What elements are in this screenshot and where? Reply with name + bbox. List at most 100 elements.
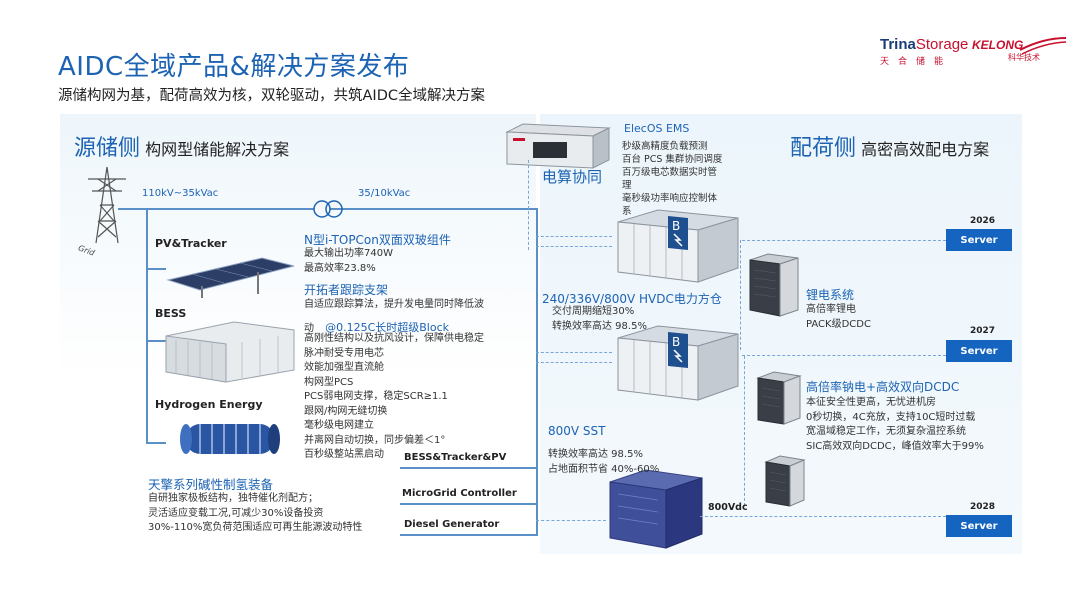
left-section-title: 源储侧 构网型储能解决方案 (74, 130, 289, 162)
lithium-lines: 高倍率锂电 PACK级DCDC (806, 303, 871, 332)
source-bess: BESS (155, 307, 187, 320)
lithium-battery-cabinet-icon (749, 253, 799, 317)
source-pv-tracker: PV&Tracker (155, 237, 227, 250)
sst-title: 800V SST (548, 424, 606, 438)
coordination-dashed-line (528, 160, 529, 250)
ems-line: 百万级电芯数据实时管 (622, 167, 718, 178)
lithium-title: 锂电系统 (806, 288, 855, 302)
page-title: AIDC全域产品&解决方案发布 (58, 52, 410, 82)
hvdc-cabin-2026-icon: B (617, 209, 739, 283)
bus-label-microgrid: MicroGrid Controller (402, 488, 517, 499)
right-title-small: 高密高效配电方案 (861, 140, 990, 159)
server-2028-button[interactable]: Server (946, 515, 1012, 537)
hydrogen-line: 灵活适应变载工况,可减少30%设备投资 (148, 507, 324, 519)
server-year-2028: 2028 (970, 502, 996, 512)
block-line: 毫秒级电网建立 (304, 420, 374, 431)
server-2027-button[interactable]: Server (946, 340, 1012, 362)
block-line: 跟网/构网无缝切换 (304, 405, 388, 417)
hydrogen-line: 自研独家极板结构，独特催化剂配方； (148, 493, 318, 504)
hydrogen-electrolyzer-icon (180, 424, 280, 454)
block-line: 百秒级整站黑启动 (304, 449, 384, 460)
right-title-big: 配荷侧 (790, 136, 857, 161)
dash-line-c (536, 352, 612, 353)
trina-storage-logo: TrinaStorage 天合储能 (880, 36, 968, 67)
bus-line-1 (400, 467, 536, 469)
lithium-line: PACK级DCDC (806, 318, 871, 330)
sst-battery-cabinet-icon (764, 455, 806, 507)
dash-line-server-2028 (700, 516, 946, 517)
block-title: @0.125C长时超级Block (325, 321, 450, 334)
hvdc-title: 240/336V/800V HVDC电力方仓 (542, 292, 722, 306)
left-title-small: 构网型储能解决方案 (145, 140, 290, 159)
server-2026-button[interactable]: Server (946, 229, 1012, 251)
source-storage-panel (60, 114, 536, 554)
logo-storage-text: Storage (915, 36, 969, 53)
server-year-2027: 2027 (970, 326, 996, 336)
module-title: N型i-TOPCon双面双玻组件 (304, 233, 451, 247)
sodium-line: SIC高效双向DCDC，峰值效率大于99% (806, 440, 984, 452)
ems-line: 百台 PCS 集群协同调度 (622, 154, 723, 165)
pv-branch (146, 268, 166, 270)
tracker-line-2: 动 (304, 323, 314, 334)
sodium-title: 高倍率钠电+高效双向DCDC (806, 380, 960, 394)
logo-kelong-text: KELONG (972, 38, 1024, 52)
bus-label-bess-tracker-pv: BESS&Tracker&PV (404, 452, 507, 463)
block-line: PCS弱电网支撑，稳定SCR≥1.1 (304, 391, 448, 402)
block-lines: 高刚性结构以及抗风设计，保障供电稳定 脉冲耐受专用电芯 效能加强型直流舱 构网型… (304, 332, 484, 463)
hydrogen-lines: 自研独家极板结构，独特催化剂配方； 灵活适应变载工况,可减少30%设备投资 30… (148, 492, 362, 536)
hvdc-line: 转换效率高达 98.5% (552, 320, 647, 332)
tracker-line: 自适应跟踪算法，提升发电量同时降低波 (304, 299, 484, 310)
pv-panel-icon (166, 257, 295, 298)
bess-branch (146, 340, 166, 342)
voltage-high-label: 110kV~35kVac (142, 188, 219, 199)
left-feeder-line (146, 208, 148, 443)
page-subtitle: 源储构网为基，配荷高效为核，双轮驱动，共筑AIDC全域解决方案 (58, 88, 485, 104)
logo-kelong-sub: 科华技术 (1008, 53, 1040, 62)
sst-lines: 转换效率高达 98.5% 占地面积节省 40%-60% (548, 448, 659, 477)
dash-vertical-1 (740, 240, 741, 350)
svg-text:B: B (672, 219, 680, 233)
source-hydrogen: Hydrogen Energy (155, 398, 263, 411)
ems-line: 秒级高精度负载预测 (622, 141, 708, 152)
kelong-logo: KELONG 科华技术 (972, 37, 1067, 63)
module-line: 最高效率23.8% (304, 262, 376, 274)
right-section-title: 配荷侧 高密高效配电方案 (790, 130, 989, 162)
dc-bus-label: 800Vdc (708, 502, 748, 513)
ems-line: 系 (622, 206, 632, 217)
sodium-line: 本征安全性更高，无忧进机房 (806, 397, 936, 408)
block-line: 构网型PCS (304, 376, 354, 388)
sodium-line: 0秒切换，4C充放，支持10C短时过载 (806, 411, 976, 423)
block-line: 脉冲耐受专用电芯 (304, 347, 384, 359)
hvdc-line: 交付周期缩短30% (552, 306, 635, 317)
block-heading: 动 @0.125C长时超级Block (304, 316, 449, 337)
bess-container-icon (165, 321, 295, 383)
dash-line-server-2026 (742, 240, 946, 241)
tracker-title: 开拓者跟踪支架 (304, 283, 389, 297)
dash-line-server-2027 (742, 355, 946, 356)
server-year-2026: 2026 (970, 216, 996, 226)
dash-line-a (536, 236, 612, 237)
dash-vertical-2 (744, 356, 745, 506)
hvdc-lines: 交付周期缩短30% 转换效率高达 98.5% (552, 305, 647, 334)
hydrogen-branch (146, 442, 166, 444)
bus-line-3 (400, 534, 536, 536)
ems-line: 毫秒级功率响应控制体 (622, 193, 718, 204)
right-trunk-line (536, 208, 538, 536)
transmission-tower-icon (88, 166, 126, 244)
logo-trina-sub: 天合储能 (880, 57, 953, 67)
kelong-swoosh-icon (1019, 37, 1067, 55)
sodium-lines: 本征安全性更高，无忧进机房 0秒切换，4C充放，支持10C短时过载 宽温域稳定工… (806, 396, 984, 454)
ems-lines: 秒级高精度负载预测 百台 PCS 集群协同调度 百万级电芯数据实时管 理 毫秒级… (622, 140, 722, 218)
sst-line: 占地面积节省 40%-60% (548, 463, 660, 475)
hvdc-cabin-2027-icon: B (617, 325, 739, 401)
svg-text:B: B (672, 335, 680, 349)
hydrogen-title: 天擎系列碱性制氢装备 (148, 477, 274, 492)
ems-line: 理 (622, 180, 632, 191)
dash-line-b (536, 246, 612, 247)
dash-line-d (536, 362, 612, 363)
bus-label-diesel: Diesel Generator (404, 519, 500, 530)
bus-line-2 (400, 503, 536, 505)
sst-line: 转换效率高达 98.5% (548, 449, 643, 460)
block-line: 高刚性结构以及抗风设计，保障供电稳定 (304, 333, 484, 344)
module-lines: 最大输出功率740W 最高效率23.8% (304, 247, 393, 276)
